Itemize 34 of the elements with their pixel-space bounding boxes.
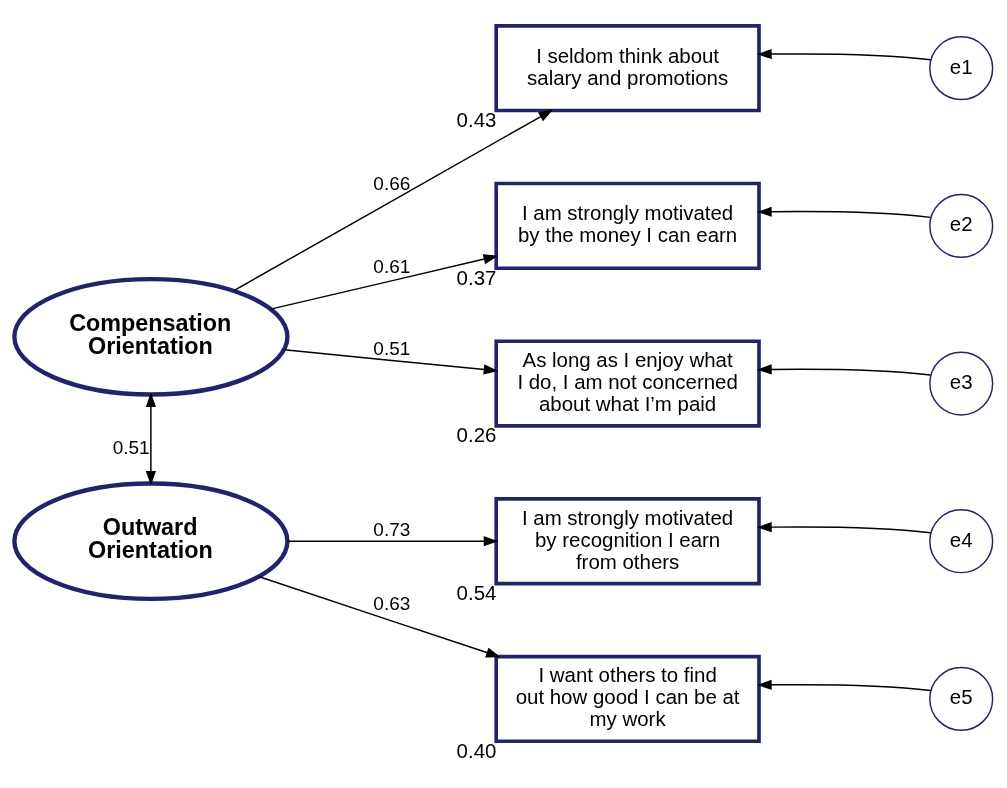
node-circle: e1 [929, 35, 994, 100]
node-circle: e3 [929, 350, 994, 416]
edge-label: 0.66 [373, 172, 411, 194]
node-label: 0.26 [456, 422, 497, 446]
arrow [757, 48, 932, 60]
node-ellipse: Outward Orientation [12, 480, 290, 601]
node-label: 0.40 [456, 738, 497, 762]
node-label: 0.37 [456, 265, 497, 289]
node-label: 0.43 [456, 107, 497, 131]
arrow [286, 535, 499, 546]
edge-label: 0.51 [373, 337, 411, 359]
node-box: I seldom think about salary and promotions [494, 23, 761, 112]
node-circle: e2 [929, 193, 994, 258]
arrow [757, 206, 932, 218]
node-box: I am strongly motivated by the money I can earn [494, 181, 761, 270]
node-label: 0.54 [456, 580, 497, 604]
edge-label: 0.51 [112, 436, 150, 458]
arrow [757, 521, 932, 533]
edge-label: 0.73 [373, 518, 411, 540]
edge-label: 0.61 [373, 255, 411, 277]
arrow [757, 363, 932, 376]
node-box: I want others to find out how good I can be at my work [494, 654, 761, 743]
node-box: As long as I enjoy what I do, I am not concerned about what I’m paid [494, 338, 761, 428]
arrow [258, 575, 501, 657]
arrow [269, 253, 499, 310]
node-ellipse: Compensation Orientation [12, 276, 290, 397]
arrow [233, 109, 554, 291]
arrow [283, 348, 499, 375]
node-circle: e4 [929, 508, 994, 573]
arrow [757, 679, 932, 691]
node-box: I am strongly motivated by recognition I earn from others [494, 496, 761, 585]
arrow [145, 391, 156, 486]
edge-label: 0.63 [373, 592, 411, 614]
node-circle: e5 [929, 666, 994, 731]
